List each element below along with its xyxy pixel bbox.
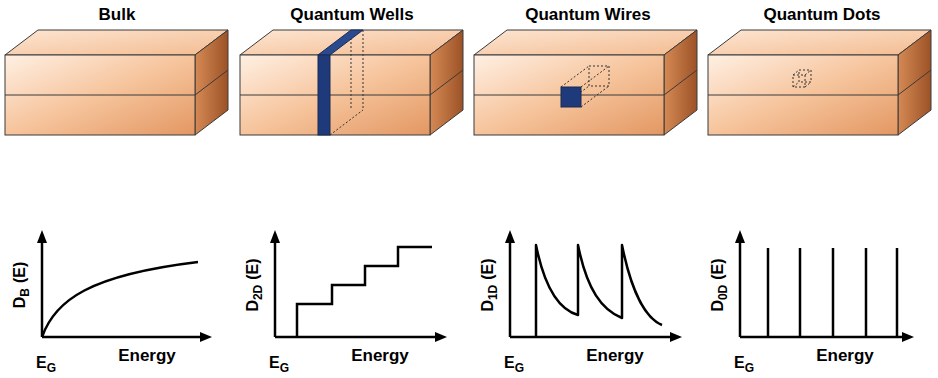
subscript: G bbox=[47, 361, 56, 375]
axis-arrowheads bbox=[37, 230, 914, 342]
label-text: Bulk bbox=[99, 5, 136, 24]
label-text: E bbox=[269, 354, 280, 371]
quantum-well-crystal bbox=[240, 30, 463, 135]
column-title: Quantum Wells bbox=[290, 6, 413, 23]
subscript: G bbox=[745, 361, 754, 375]
label-text: (E) bbox=[709, 258, 726, 279]
bandgap-label: EG bbox=[734, 355, 754, 374]
label-text: D bbox=[709, 300, 726, 312]
label-text: Energy bbox=[118, 346, 176, 365]
subscript: 0D bbox=[716, 285, 730, 300]
subscript: B bbox=[18, 288, 32, 297]
y-axis-label: D2D (E) bbox=[245, 258, 264, 311]
well-dos-staircase bbox=[297, 247, 432, 337]
column-title: Quantum Dots bbox=[763, 6, 880, 23]
subscript: 2D bbox=[251, 285, 265, 300]
bandgap-label: EG bbox=[36, 355, 56, 374]
label-text: (E) bbox=[244, 258, 261, 279]
bandgap-label: EG bbox=[269, 355, 289, 374]
label-text: Energy bbox=[351, 346, 409, 365]
label-text: D bbox=[479, 300, 496, 312]
column-title: Quantum Wires bbox=[525, 6, 650, 23]
dot-dos-lines bbox=[768, 248, 897, 337]
label-text: E bbox=[734, 354, 745, 371]
label-text: (E) bbox=[479, 258, 496, 279]
y-axis-label: D0D (E) bbox=[710, 258, 729, 311]
subscript: G bbox=[515, 361, 524, 375]
quantum-dot-crystal bbox=[708, 30, 931, 135]
column-title: Bulk bbox=[99, 6, 136, 23]
label-text: E bbox=[36, 354, 47, 371]
quantum-wire-crystal bbox=[474, 30, 697, 135]
x-axis-label: Energy bbox=[118, 347, 176, 364]
wire-dos-curve bbox=[536, 245, 662, 337]
bulk-dos-curve bbox=[42, 262, 198, 337]
label-text: (E) bbox=[11, 262, 28, 283]
y-axis-label: DB (E) bbox=[12, 262, 31, 309]
subscript: 1D bbox=[486, 285, 500, 300]
label-text: D bbox=[244, 300, 261, 312]
x-axis-label: Energy bbox=[586, 347, 644, 364]
x-axis-label: Energy bbox=[816, 347, 874, 364]
label-text: E bbox=[504, 354, 515, 371]
bulk-crystal bbox=[5, 30, 228, 135]
x-axis-label: Energy bbox=[351, 347, 409, 364]
y-axis-label: D1D (E) bbox=[480, 258, 499, 311]
label-text: D bbox=[11, 297, 28, 309]
subscript: G bbox=[280, 361, 289, 375]
bandgap-label: EG bbox=[504, 355, 524, 374]
label-text: Quantum Wells bbox=[290, 5, 413, 24]
graph-axes bbox=[42, 240, 905, 337]
label-text: Energy bbox=[586, 346, 644, 365]
label-text: Quantum Wires bbox=[525, 5, 650, 24]
label-text: Energy bbox=[816, 346, 874, 365]
label-text: Quantum Dots bbox=[763, 5, 880, 24]
